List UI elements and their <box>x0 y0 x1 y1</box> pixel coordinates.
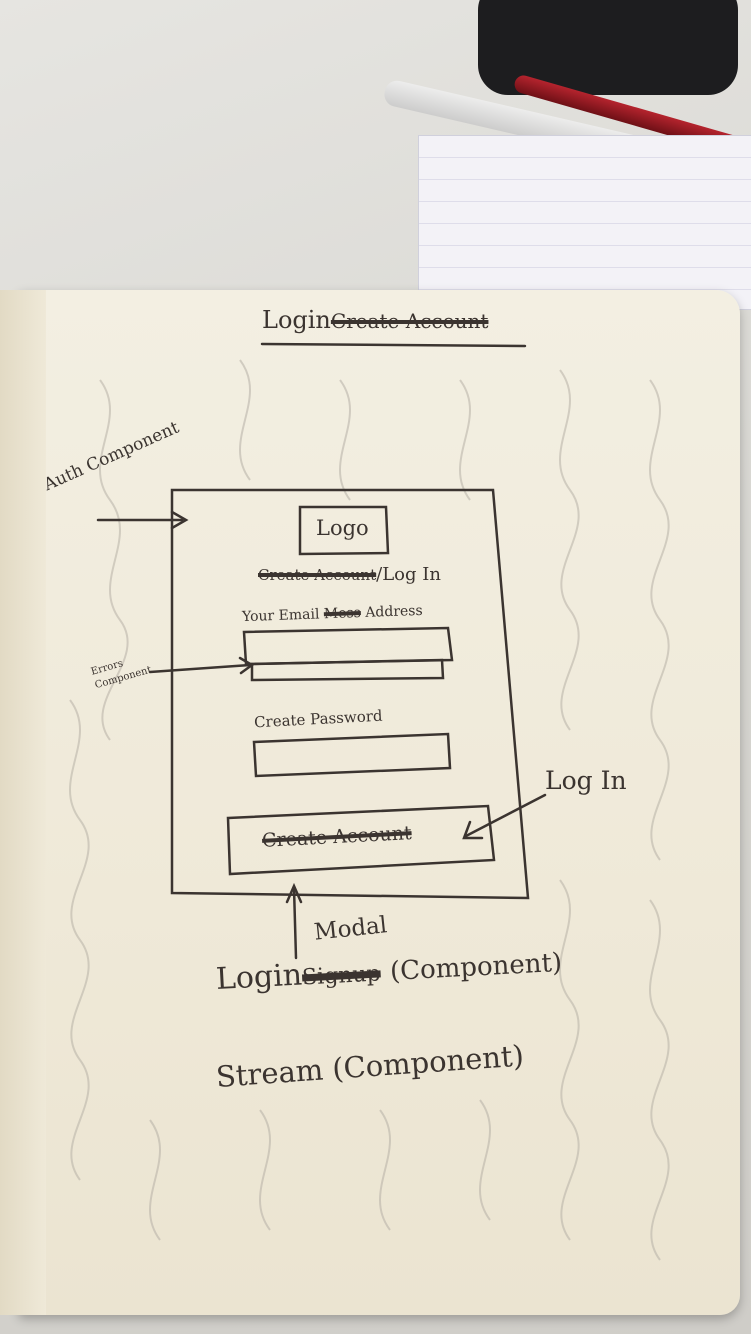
form-heading: Create Account/Log In <box>258 564 441 585</box>
login-component-crossed: Signup <box>301 961 382 991</box>
notebook-gutter <box>0 290 46 1315</box>
title-crossed: Create Account <box>330 309 489 333</box>
form-heading-crossed: Create Account <box>258 566 377 584</box>
title-kept: Login <box>262 306 331 334</box>
email-label-crossed: Mess <box>323 605 362 623</box>
wireframe-frame <box>170 488 530 900</box>
password-input <box>252 732 452 778</box>
logo-label: Logo <box>316 516 369 540</box>
log-in-annotation: Log In <box>545 766 627 795</box>
notebook-page <box>18 290 740 1315</box>
login-arrow-head <box>462 820 484 840</box>
login-arrow-line <box>464 793 547 838</box>
email-label-part-1: Your Email <box>241 606 320 626</box>
email-input-2 <box>250 658 445 682</box>
errors-arrow-line <box>148 663 252 674</box>
background-squiggles <box>69 359 670 1261</box>
submit-button-box <box>226 804 496 876</box>
title-row: LoginCreate Account <box>262 306 488 334</box>
title-underline <box>260 342 527 348</box>
logo-box <box>298 505 390 556</box>
modal-arrow-line <box>292 886 298 960</box>
auth-arrow-head <box>170 510 189 530</box>
email-label-part-2: Address <box>365 602 423 621</box>
modal-arrow-head <box>285 882 303 904</box>
errors-arrow-head <box>238 656 255 675</box>
login-component-kept: Login <box>215 957 303 997</box>
form-heading-kept: /Log In <box>376 564 441 585</box>
index-card <box>418 135 751 310</box>
email-input-1 <box>242 626 454 666</box>
